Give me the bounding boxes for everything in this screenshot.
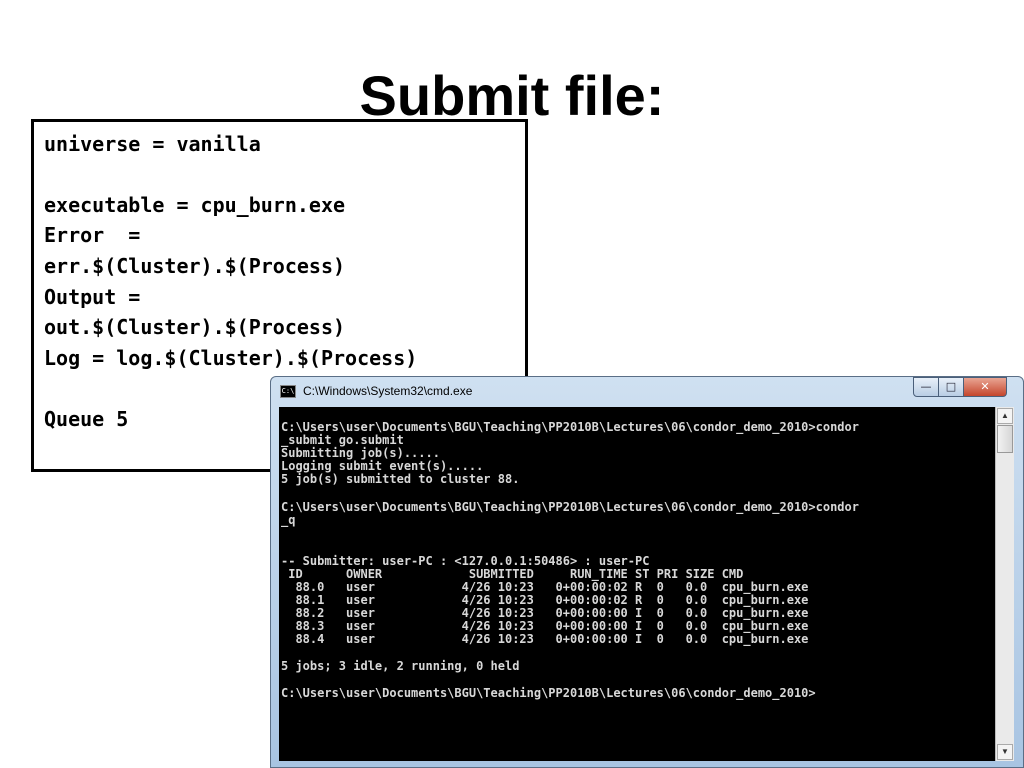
console-line: C:\Users\user\Documents\BGU\Teaching\PP2…	[281, 686, 816, 700]
cmd-icon[interactable]: C:\	[280, 385, 296, 398]
console-line: 88.2 user 4/26 10:23 0+00:00:00 I 0 0.0 …	[281, 606, 809, 620]
submit-file-box: universe = vanilla executable = cpu_burn…	[31, 119, 528, 472]
close-button[interactable]: ✕	[963, 377, 1007, 397]
cmd-window[interactable]: C:\ C:\Windows\System32\cmd.exe — □ ✕ C:…	[270, 376, 1024, 768]
maximize-button[interactable]: □	[938, 377, 964, 397]
console-line: 88.4 user 4/26 10:23 0+00:00:00 I 0 0.0 …	[281, 632, 809, 646]
submit-line-executable: executable = cpu_burn.exe	[44, 193, 346, 217]
console-line: 88.1 user 4/26 10:23 0+00:00:02 R 0 0.0 …	[281, 593, 809, 607]
console-line: 88.3 user 4/26 10:23 0+00:00:00 I 0 0.0 …	[281, 619, 809, 633]
console-line: 5 job(s) submitted to cluster 88.	[281, 472, 520, 486]
submit-line-output-value: out.$(Cluster).$(Process)	[44, 315, 346, 339]
console-line: 88.0 user 4/26 10:23 0+00:00:02 R 0 0.0 …	[281, 580, 809, 594]
scroll-up-icon[interactable]: ▲	[997, 408, 1013, 424]
cmd-titlebar[interactable]: C:\ C:\Windows\System32\cmd.exe — □ ✕	[271, 377, 1023, 407]
submit-line-error: Error =	[44, 223, 141, 247]
minimize-button[interactable]: —	[913, 377, 939, 397]
submit-line-universe: universe = vanilla	[44, 132, 261, 156]
submit-line-queue: Queue 5	[44, 407, 129, 431]
console-line: _q	[281, 513, 296, 527]
console-line: Logging submit event(s).....	[281, 459, 484, 473]
submit-line-output: Output =	[44, 285, 141, 309]
scroll-down-icon[interactable]: ▼	[997, 744, 1013, 760]
scroll-thumb[interactable]	[997, 425, 1013, 453]
console-line: 5 jobs; 3 idle, 2 running, 0 held	[281, 659, 520, 673]
submit-line-log: Log = log.$(Cluster).$(Process)	[44, 346, 418, 370]
console-output[interactable]: C:\Users\user\Documents\BGU\Teaching\PP2…	[279, 407, 995, 761]
console-line: C:\Users\user\Documents\BGU\Teaching\PP2…	[281, 420, 859, 434]
console-scrollbar[interactable]: ▲ ▼	[995, 407, 1014, 761]
cmd-window-title: C:\Windows\System32\cmd.exe	[303, 384, 473, 398]
slide-title: Submit file:	[359, 64, 665, 127]
console-line: _submit go.submit	[281, 433, 404, 447]
console-line: -- Submitter: user-PC : <127.0.0.1:50486…	[281, 554, 650, 568]
submit-line-error-value: err.$(Cluster).$(Process)	[44, 254, 346, 278]
console-line: C:\Users\user\Documents\BGU\Teaching\PP2…	[281, 500, 859, 514]
console-line: ID OWNER SUBMITTED RUN_TIME ST PRI SIZE …	[281, 567, 744, 581]
console-line: Submitting job(s).....	[281, 446, 440, 460]
